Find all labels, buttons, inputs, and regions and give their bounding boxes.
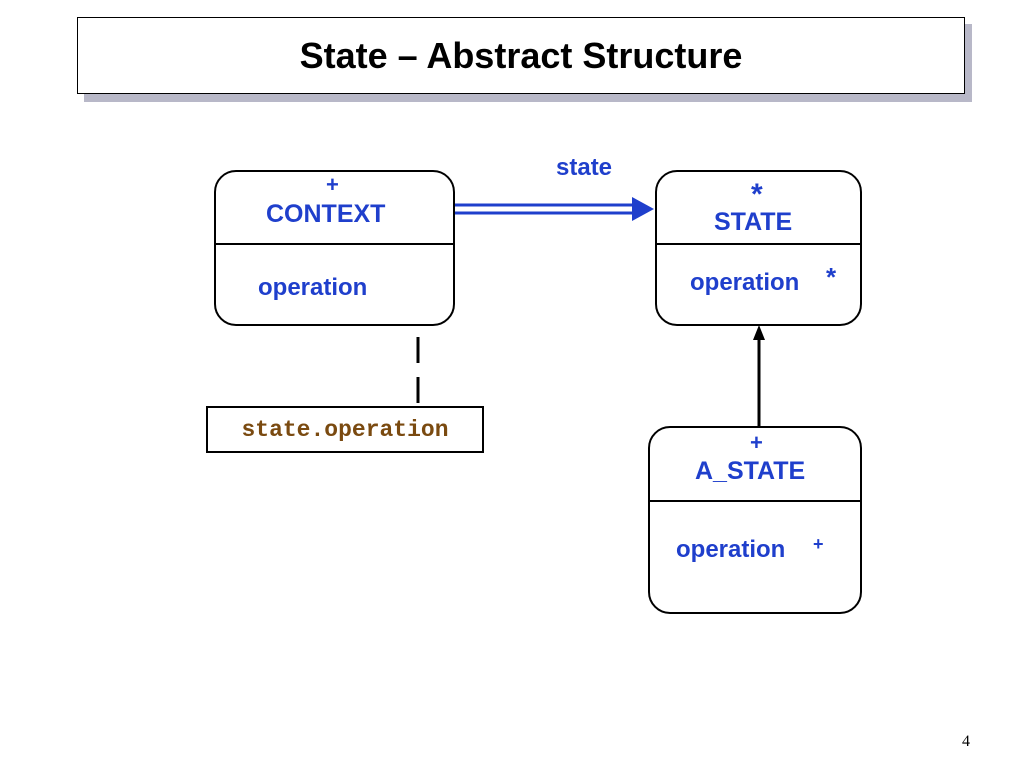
state-class-box <box>655 170 862 326</box>
inheritance-arrowhead <box>753 325 765 340</box>
note-text: state.operation <box>241 416 449 443</box>
a-state-class-name: A_STATE <box>695 457 806 485</box>
context-class-divider <box>216 243 453 245</box>
a-state-class-divider <box>650 500 860 502</box>
state-class-name: STATE <box>714 208 793 236</box>
a-state-operation: operation <box>676 536 786 563</box>
a-state-class-box <box>648 426 862 614</box>
state-operation: operation <box>690 269 800 296</box>
context-operation: operation <box>258 274 368 301</box>
context-class-name: CONTEXT <box>266 200 386 228</box>
page-number: 4 <box>962 733 970 750</box>
note-box: state.operation <box>206 406 484 453</box>
page-title: State – Abstract Structure <box>299 34 743 76</box>
state-marker: * <box>751 178 763 211</box>
context-class-box <box>214 170 455 326</box>
association-arrowhead <box>632 197 654 221</box>
state-class-divider <box>657 243 860 245</box>
title-box: State – Abstract Structure <box>77 17 965 94</box>
a-state-operation-marker: + <box>813 534 824 554</box>
context-marker: + <box>326 172 339 197</box>
a-state-marker: + <box>750 430 763 455</box>
state-operation-marker: * <box>826 262 837 292</box>
association-label: state <box>556 154 613 181</box>
